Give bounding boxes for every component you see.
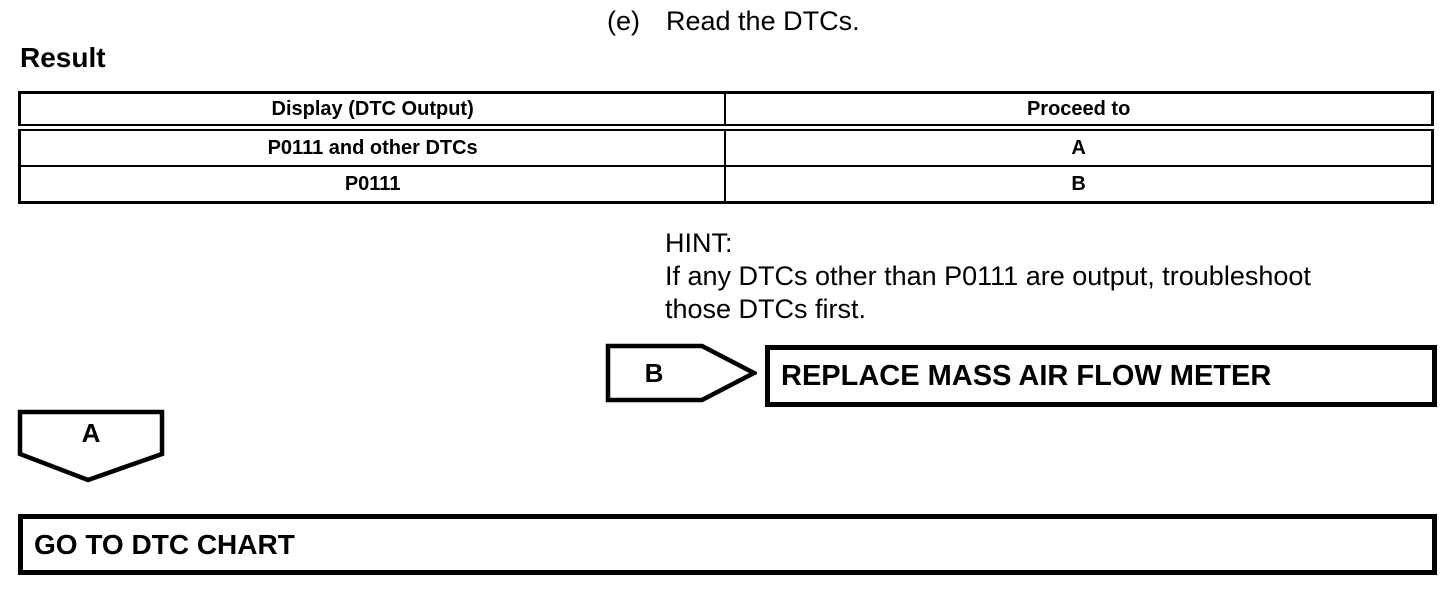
table-row: P0111 B: [18, 165, 1434, 204]
cell-proceed-value: B: [724, 165, 1434, 204]
hint-label: HINT:: [665, 228, 733, 258]
cell-proceed-value: A: [724, 126, 1434, 167]
column-header-proceed: Proceed to: [724, 91, 1434, 131]
connector-a: A: [17, 409, 165, 484]
connector-b-label: B: [644, 357, 664, 388]
hint-text-line2: those DTCs first.: [665, 294, 867, 324]
step-instruction: (e) Read the DTCs.: [607, 5, 860, 37]
replace-action-box: REPLACE MASS AIR FLOW METER: [765, 345, 1437, 407]
table-header-row: Display (DTC Output) Proceed to: [18, 91, 1434, 131]
step-label: (e): [607, 6, 640, 36]
result-table: Display (DTC Output) Proceed to P0111 an…: [18, 91, 1434, 204]
connector-a-label: A: [81, 417, 101, 448]
hint-block: HINT: If any DTCs other than P0111 are o…: [665, 227, 1311, 326]
result-heading: Result: [20, 42, 106, 73]
connector-b: B: [605, 343, 757, 403]
goto-action-box: GO TO DTC CHART: [18, 514, 1437, 575]
replace-action-label: REPLACE MASS AIR FLOW METER: [781, 359, 1272, 392]
right-arrow-pentagon-icon: [605, 343, 757, 403]
hint-text-line1: If any DTCs other than P0111 are output,…: [665, 261, 1311, 291]
cell-display-value: P0111 and other DTCs: [18, 126, 727, 167]
cell-display-value: P0111: [18, 165, 727, 204]
table-row: P0111 and other DTCs A: [18, 126, 1434, 167]
down-arrow-pentagon-icon: [17, 409, 165, 483]
goto-action-label: GO TO DTC CHART: [34, 528, 295, 560]
column-header-display: Display (DTC Output): [18, 91, 727, 131]
step-text: Read the DTCs.: [666, 6, 860, 36]
